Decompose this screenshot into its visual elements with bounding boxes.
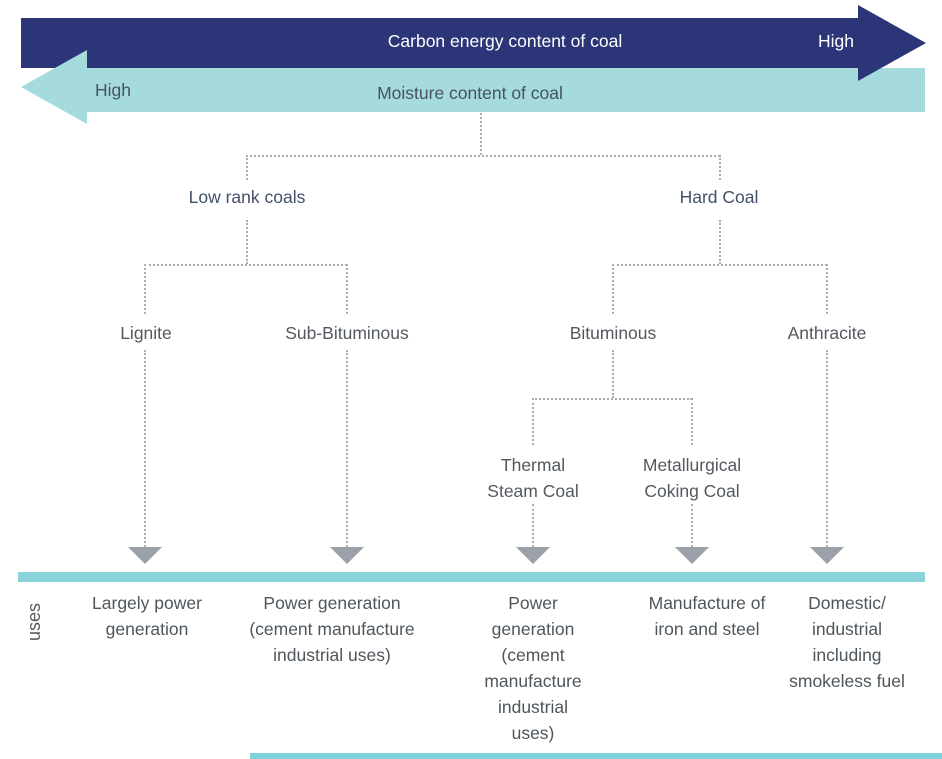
node-bituminous: Bituminous <box>569 323 657 343</box>
connector-root-stem <box>480 113 482 155</box>
carbon-arrow-right-head-icon <box>858 5 926 81</box>
footer-accent-bar <box>250 753 942 759</box>
arrow-down-sub-bituminous-icon <box>330 547 364 564</box>
connector-hard-coal-stem <box>719 220 721 264</box>
connector-hard-coal-branch <box>612 264 827 266</box>
use-metallurgical-coking-coal: Manufacture of iron and steel <box>648 593 766 639</box>
node-hard-coal: Hard Coal <box>679 187 759 207</box>
use-anthracite: Domestic/ industrial including smokeless… <box>789 593 905 691</box>
use-sub-bituminous: Power generation (cement manufacture ind… <box>249 593 415 665</box>
arrow-down-metallurgical-icon <box>675 547 709 564</box>
connector-metallurgical-to-uses <box>691 504 693 547</box>
node-lignite: Lignite <box>120 323 172 343</box>
node-low-rank-coals: Low rank coals <box>188 187 306 207</box>
uses-axis-label: uses <box>24 602 44 642</box>
connector-lignite-drop <box>144 264 146 314</box>
carbon-arrow-body <box>21 18 858 68</box>
node-sub-bituminous: Sub-Bituminous <box>285 323 409 343</box>
moisture-high-label: High <box>95 80 131 100</box>
node-metallurgical-coking-coal: Metallurgical Coking Coal <box>642 455 742 501</box>
connector-sub-bituminous-to-uses <box>346 350 348 547</box>
connector-level1-branch <box>246 155 720 157</box>
arrow-down-anthracite-icon <box>810 547 844 564</box>
moisture-arrow-body <box>87 68 925 112</box>
node-anthracite: Anthracite <box>787 323 867 343</box>
connector-anthracite-to-uses <box>826 350 828 547</box>
carbon-high-label: High <box>818 31 854 51</box>
connector-bituminous-stem <box>612 350 614 398</box>
connector-thermal-to-uses <box>532 504 534 547</box>
use-thermal-steam-coal: Power generation (cement manufacture ind… <box>484 593 582 743</box>
connector-thermal-drop <box>532 398 534 445</box>
connector-bituminous-branch <box>532 398 692 400</box>
connector-low-rank-branch <box>144 264 347 266</box>
connector-sub-bituminous-drop <box>346 264 348 314</box>
connector-metallurgical-drop <box>691 398 693 445</box>
connector-bituminous-drop <box>612 264 614 314</box>
moisture-axis-label: Moisture content of coal <box>377 83 563 103</box>
moisture-arrow-left-head-icon <box>21 50 87 124</box>
node-thermal-steam-coal: Thermal Steam Coal <box>487 455 579 501</box>
connector-low-rank-stem <box>246 220 248 264</box>
connector-anthracite-drop <box>826 264 828 314</box>
use-lignite: Largely power generation <box>92 593 202 639</box>
uses-bar <box>18 572 925 582</box>
arrow-down-lignite-icon <box>128 547 162 564</box>
connector-low-rank-drop <box>246 155 248 180</box>
arrow-down-thermal-icon <box>516 547 550 564</box>
connector-hard-coal-drop <box>719 155 721 180</box>
connector-lignite-to-uses <box>144 350 146 547</box>
carbon-axis-label: Carbon energy content of coal <box>387 31 623 51</box>
